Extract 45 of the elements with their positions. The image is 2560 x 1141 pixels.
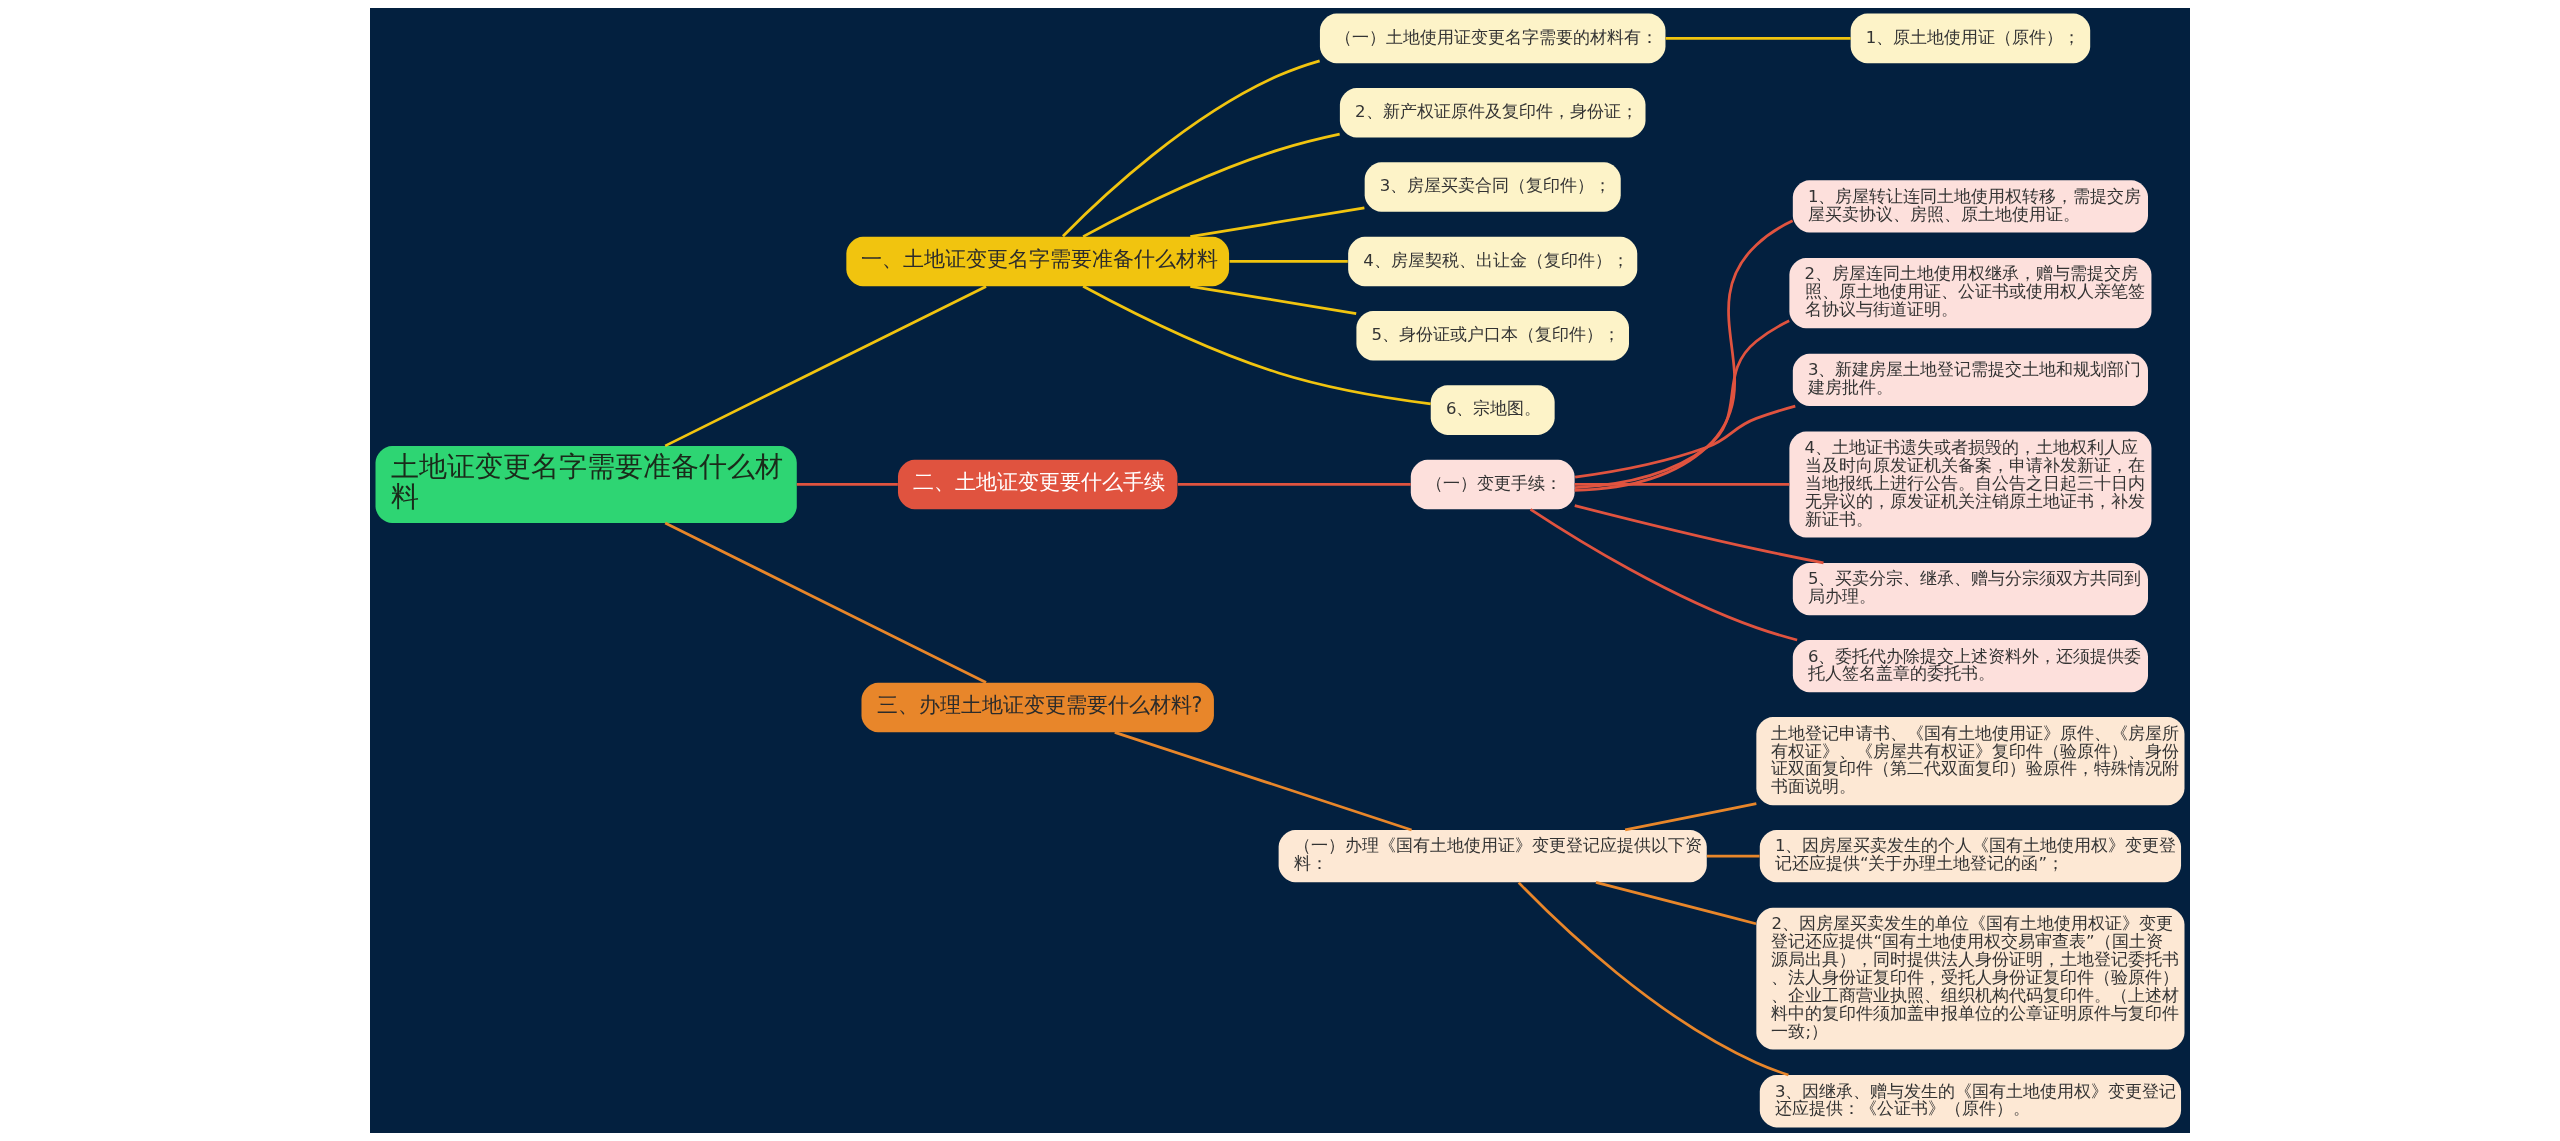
node-box: 1、原土地使用证（原件）； [1850, 13, 2091, 64]
node-box: 4、土地证书遗失或者损毁的，土地权利人应当及时向原发证机关备案，申请补发新证，在当地报纸上进行公告。自公告之日起三十日内无异议的，原发证机关注销原土地证书，补发新证书。 [1789, 431, 2152, 538]
node-box: 4、房屋契税、出让金（复印件）； [1348, 236, 1638, 287]
connector [1061, 59, 1321, 238]
connector [1624, 802, 1757, 832]
connector [1177, 483, 1411, 486]
node-box: （一）土地使用证变更名字需要的材料有： [1319, 13, 1666, 64]
connector [1574, 483, 1790, 486]
connector [1229, 260, 1348, 263]
connector [1517, 881, 1789, 1077]
node-box: （一）办理《国有土地使用证》变更登记应提供以下资料： [1278, 830, 1707, 883]
node-box: 1、房屋转让连同土地使用权转移，需提交房屋买卖协议、房照、原土地使用证。 [1792, 180, 2148, 233]
connector [1190, 206, 1365, 238]
connector [664, 521, 987, 684]
node-box: 3、房屋买卖合同（复印件）； [1364, 162, 1621, 212]
connector [1595, 881, 1757, 926]
node-box: 1、因房屋买卖发生的个人《国有土地使用权》变更登记还应提供“关于办理土地登记的函”； [1759, 830, 2182, 883]
connector [1706, 854, 1760, 858]
connector [1190, 284, 1357, 315]
node-box: 二、土地证变更要什么手续 [897, 459, 1178, 510]
connector [664, 285, 987, 448]
connector [1529, 508, 1798, 642]
node-box: 3、因继承、赠与发生的《国有土地使用权》变更登记还应提供：《公证书》（原件）。 [1759, 1075, 2182, 1128]
connector [1665, 37, 1851, 40]
node-box: （一）变更手续： [1410, 459, 1575, 510]
node-box: 土地登记申请书、《国有土地使用证》原件、《房屋所有权证》、《房屋共有权证》复印件（验原件）、身份证双面复印件（第二代双面复印）验原件，特殊情况附书面说明。 [1756, 717, 2185, 806]
node-box: 5、身份证或户口本（复印件）； [1356, 311, 1629, 361]
connector [1082, 132, 1340, 238]
node-box: 6、委托代办除提交上述资料外，还须提供委托人签名盖章的委托书。 [1792, 640, 2148, 693]
node-box: 5、买卖分宗、继承、赠与分宗须双方共同到局办理。 [1792, 562, 2148, 616]
node-box: 一、土地证变更名字需要准备什么材料 [846, 236, 1230, 287]
node-box: 6、宗地图。 [1430, 385, 1555, 435]
node-box: 3、新建房屋土地登记需提交土地和规划部门建房批件。 [1792, 353, 2148, 406]
node-box: 土地证变更名字需要准备什么材料 [375, 445, 797, 523]
connector [1574, 504, 1824, 565]
node-box: 2、因房屋买卖发生的单位《国有土地使用权证》变更登记还应提供“国有土地使用权交易审查表”（国土资源局出具），同时提供法人身份证明，土地登记委托书、法人身份证复印件，受托人身份证复印件（验原件）、企业工商营业执照、组织机构代码复印件。（上述材料中的复印件须加盖申报单位的公章证明原件与复印件一致;） [1756, 907, 2185, 1050]
node-box: 2、房屋连同土地使用权继承，赠与需提交房照、原土地使用证、公证书或使用权人亲笔签名协议与街道证明。 [1789, 258, 2152, 329]
connector [1574, 219, 1794, 492]
connector [1574, 319, 1790, 489]
connector [796, 483, 898, 486]
connector [1082, 285, 1431, 406]
connector [1574, 404, 1796, 479]
connector [1114, 731, 1412, 832]
node-box: 三、办理土地证变更需要什么材料? [861, 682, 1214, 733]
node-box: 2、新产权证原件及复印件，身份证； [1339, 87, 1646, 138]
